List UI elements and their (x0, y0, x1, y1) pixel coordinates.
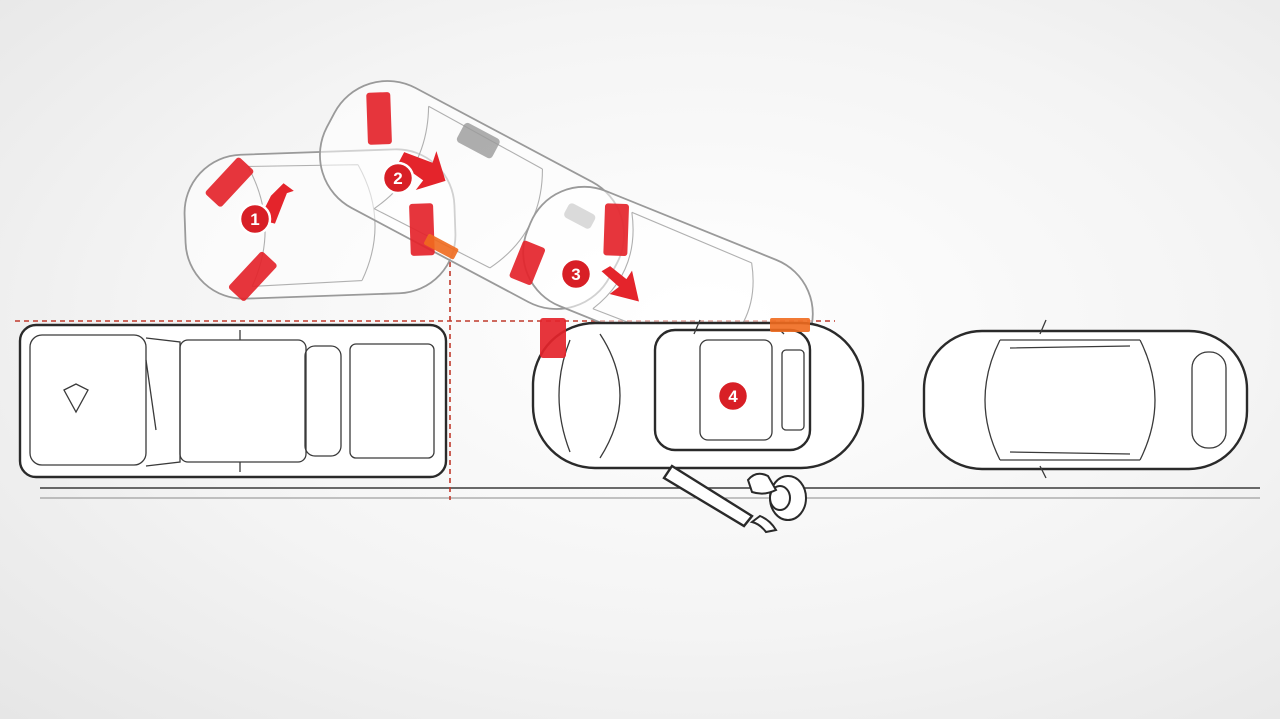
step-badge-2: 2 (381, 161, 415, 195)
curb (40, 487, 1260, 499)
step-badge-3: 3 (559, 257, 593, 291)
step-badge-1: 1 (238, 202, 272, 236)
pedestrian-icon (746, 472, 807, 534)
parking-guide-lines (15, 262, 835, 500)
step-badge-4: 4 (716, 379, 750, 413)
pickup-truck (18, 323, 448, 479)
open-door (662, 464, 754, 528)
parked-car-right (922, 319, 1249, 479)
step-label: 4 (728, 387, 738, 406)
step-label: 2 (393, 169, 402, 188)
step-label: 1 (250, 210, 259, 229)
step-label: 3 (571, 265, 580, 284)
car-position-4 (531, 318, 865, 470)
